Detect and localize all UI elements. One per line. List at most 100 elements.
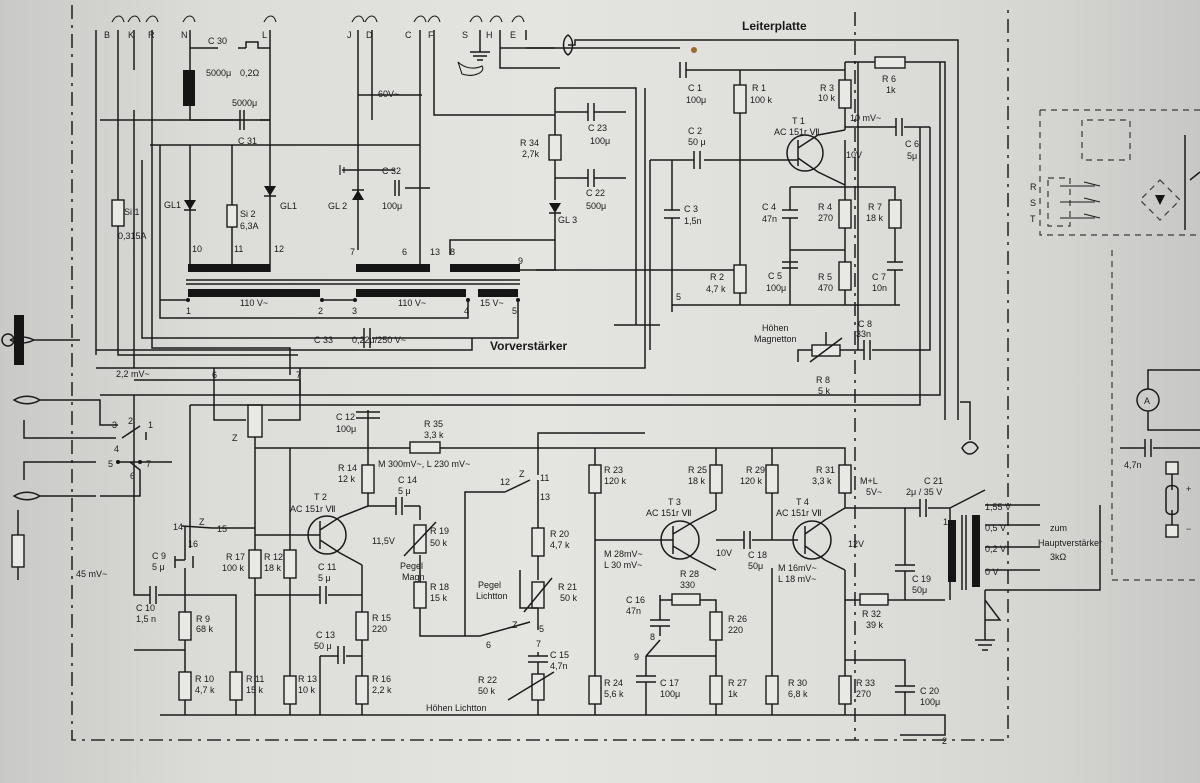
plus-label: + xyxy=(1186,484,1191,494)
mains-transformer: 1 2 3 4 5 110 V~ 110 V~ 15 V~ C 33 0,22μ… xyxy=(96,145,520,351)
pegel-magn-label-2: Magn xyxy=(402,572,425,582)
si2-label: Si 2 xyxy=(240,209,256,219)
r33 xyxy=(838,675,852,705)
amplifier-stage-2: C 12 100μ R 35 3,3 k R 14 12 k M 300mV~,… xyxy=(133,395,645,715)
preamp-label: Vorverstärker xyxy=(490,339,567,353)
r20-label: R 20 xyxy=(550,529,569,539)
r29-value: 120 k xyxy=(740,476,763,486)
r4-label: R 4 xyxy=(818,202,832,212)
r25-label: R 25 xyxy=(688,465,707,475)
pin-5: 5 xyxy=(512,306,517,316)
sw-5b: 5 xyxy=(539,624,544,634)
r27-value: 1k xyxy=(728,689,738,699)
c30-value: 5000μ xyxy=(206,68,231,78)
terminal-d: D xyxy=(366,30,373,40)
sw-11: 11 xyxy=(540,473,549,483)
r14 xyxy=(361,464,375,494)
c14-label: C 14 xyxy=(398,475,417,485)
pin-1: 1 xyxy=(186,306,191,316)
c15-value: 4,7n xyxy=(550,661,568,671)
t2-label: T 2 xyxy=(314,492,327,502)
r18-label: R 18 xyxy=(430,582,449,592)
hoehen-lichtton-label: Höhen Lichtton xyxy=(426,703,487,713)
c6-value: 5μ xyxy=(907,151,917,161)
c23-label: C 23 xyxy=(588,123,607,133)
c33-value: 0,22μ/250 V~ xyxy=(352,335,406,345)
r5-value: 470 xyxy=(818,283,833,293)
c21-label: C 21 xyxy=(924,476,943,486)
sw-12: 12 xyxy=(500,477,510,487)
r31-value: 3,3 k xyxy=(812,476,832,486)
si2-value: 6,3A xyxy=(240,221,259,231)
c17-value: 100μ xyxy=(660,689,680,699)
r11-label: R 11 xyxy=(246,674,264,684)
t4-type: AC 151r Ⅶ xyxy=(776,508,822,518)
r32 xyxy=(859,593,889,606)
tap-0v: 0 V xyxy=(985,567,999,577)
r16 xyxy=(355,675,369,705)
ground-symbols xyxy=(457,30,959,420)
r6-value: 1k xyxy=(886,85,896,95)
c33-label: C 33 xyxy=(314,335,333,345)
sw-16: 16 xyxy=(188,539,198,549)
t3-vce: 10V xyxy=(716,548,732,558)
board-label: Leiterplatte xyxy=(742,19,807,33)
v60-label: 60V~ xyxy=(378,89,399,99)
r20 xyxy=(531,527,545,557)
r16-value: 2,2 k xyxy=(372,685,392,695)
r15-label: R 15 xyxy=(372,613,391,623)
t4-signal-m: M 16mV~ xyxy=(778,563,817,573)
input-socket xyxy=(14,315,24,365)
r9 xyxy=(178,611,192,641)
output-signal-2: 5V~ xyxy=(866,487,882,497)
r26-value: 220 xyxy=(728,625,743,635)
gl2-label: GL 2 xyxy=(328,201,347,211)
terminal-c: C xyxy=(405,30,412,40)
r35-value: 3,3 k xyxy=(424,430,444,440)
r10 xyxy=(178,671,192,701)
r13 xyxy=(283,675,297,705)
tap-0-2v: 0,2 V xyxy=(985,544,1006,554)
output-signal: M+L xyxy=(860,476,878,486)
c12-label: C 12 xyxy=(336,412,355,422)
r34-value: 2,7k xyxy=(522,149,540,159)
r1 xyxy=(733,84,747,114)
c7-value: 10n xyxy=(872,283,887,293)
c2-label: C 2 xyxy=(688,126,702,136)
r15 xyxy=(355,611,369,641)
r24-value: 5,6 k xyxy=(604,689,624,699)
r29-label: R 29 xyxy=(746,465,765,475)
pin-2: 2 xyxy=(318,306,323,316)
t1-type: AC 151r Ⅶ xyxy=(774,127,820,137)
r22-label: R 22 xyxy=(478,675,497,685)
si1-value: 0,315A xyxy=(118,231,147,241)
r30-value: 6,8 k xyxy=(788,689,808,699)
hoehen-label: Höhen xyxy=(762,323,789,333)
sw-2: 2 xyxy=(128,416,133,426)
c5-value: 100μ xyxy=(766,283,786,293)
pin-11: 11 xyxy=(234,244,243,254)
r34 xyxy=(548,134,562,161)
node-1: 1 xyxy=(943,517,948,527)
diode-gl1a xyxy=(184,200,196,210)
terminal-k: K xyxy=(128,30,134,40)
r28-value: 330 xyxy=(680,580,695,590)
input-switching: 2,2 mV~ 6 7 Z 3 2 1 4 5 7 6 45 mV~ 14 Z … xyxy=(1,62,941,580)
sw-6: 6 xyxy=(130,471,135,481)
choke xyxy=(183,70,195,106)
terminal-l: L xyxy=(262,30,267,40)
sw-6b: 6 xyxy=(486,640,491,650)
pin-7: 7 xyxy=(350,247,355,257)
r11 xyxy=(229,671,243,701)
fuse-si2 xyxy=(226,204,238,228)
c22-label: C 22 xyxy=(586,188,605,198)
input-connector-icon xyxy=(1,333,15,347)
t3-label: T 3 xyxy=(668,497,681,507)
c9-label: C 9 xyxy=(152,551,166,561)
r8-value: 5 k xyxy=(818,386,831,396)
sw-z-3: Z xyxy=(519,469,525,479)
r24-label: R 24 xyxy=(604,678,623,688)
c3-value: 1,5n xyxy=(684,216,702,226)
r23 xyxy=(588,464,602,494)
